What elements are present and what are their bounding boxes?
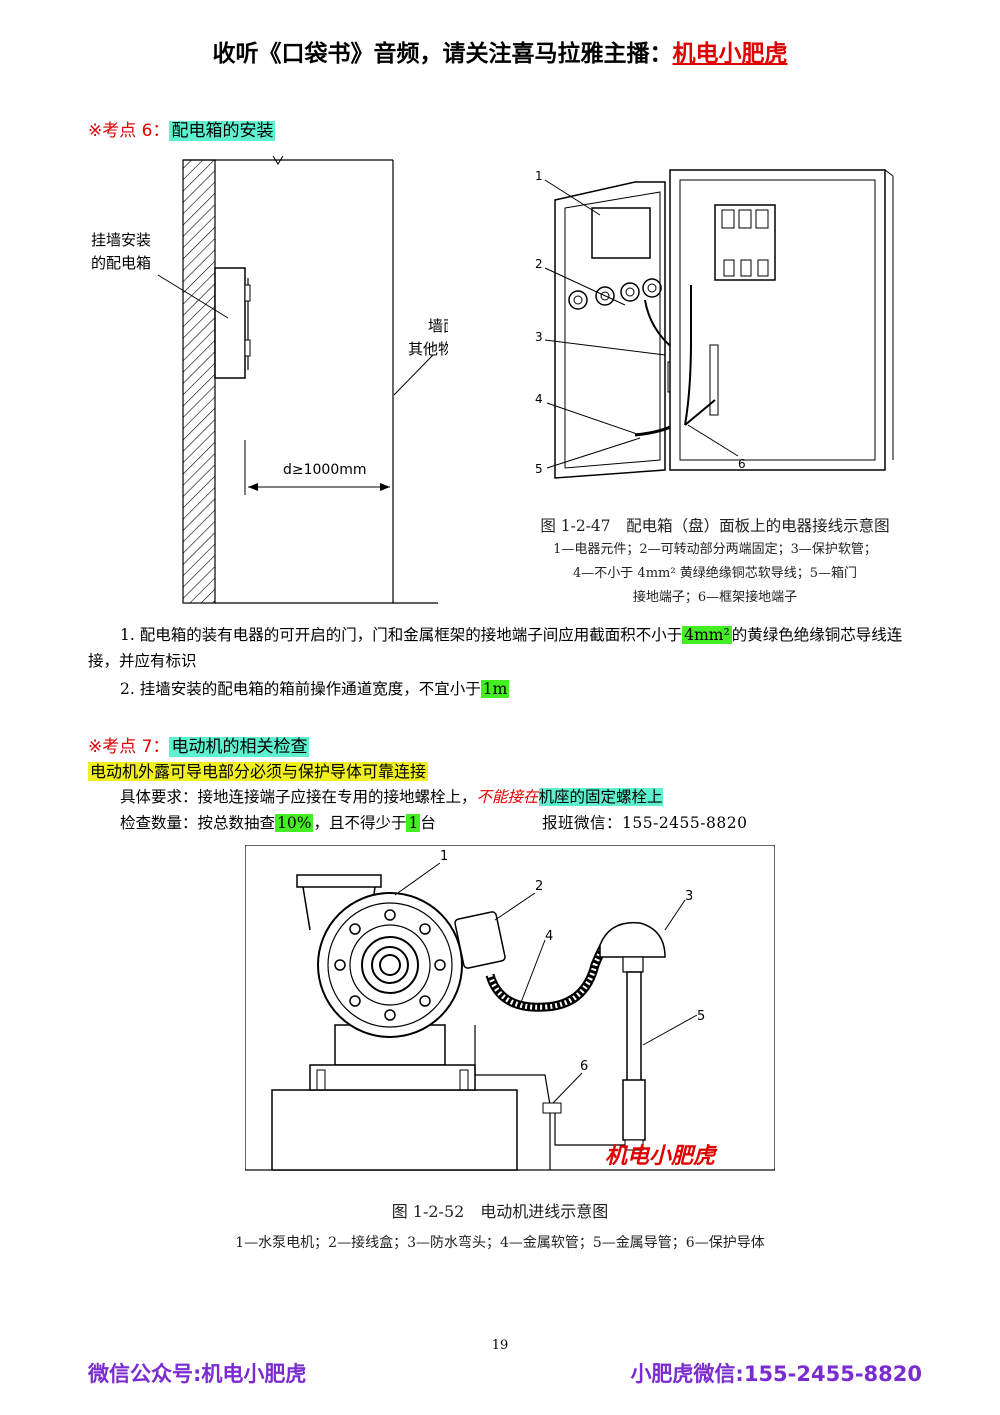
keypoint-6-title: 配电箱的安装 bbox=[169, 121, 276, 141]
box-callout-5: 5 bbox=[535, 462, 543, 476]
check-percent: 10% bbox=[275, 814, 314, 832]
motor-callout-1: 1 bbox=[440, 849, 448, 864]
motor-figure: 1 2 3 4 5 6 机电小肥虎 bbox=[245, 845, 775, 1171]
box-caption-line-1: 1—电器元件；2—可转动部分两端固定；3—保护软管； bbox=[553, 542, 877, 557]
motor-watermark: 机电小肥虎 bbox=[605, 1144, 718, 1169]
motor-caption-line: 1—水泵电机；2—接线盒；3—防水弯头；4—金属软管；5—金属导管；6—保护导体 bbox=[235, 1235, 765, 1251]
box-caption-title: 图 1-2-47 配电箱（盘）面板上的电器接线示意图 bbox=[540, 517, 890, 535]
check-mid: ，且不得少于 bbox=[313, 814, 407, 832]
motor-callout-2: 2 bbox=[535, 879, 543, 894]
keypoint-7-mark: ※考点 7： bbox=[88, 737, 170, 757]
check-post: 台 bbox=[420, 814, 436, 832]
box-callout-1: 1 bbox=[535, 169, 543, 183]
box-callout-6: 6 bbox=[738, 457, 746, 471]
requirement-red: 不能接在 bbox=[476, 788, 539, 806]
paragraph-1-highlight: 4mm² bbox=[682, 626, 732, 644]
box-figure-caption: 图 1-2-47 配电箱（盘）面板上的电器接线示意图 1—电器元件；2—可转动部… bbox=[500, 514, 930, 610]
page-header: 收听《口袋书》音频，请关注喜马拉雅主播：机电小肥虎 bbox=[0, 34, 1000, 68]
motor-callout-4: 4 bbox=[545, 929, 553, 944]
dimension-label: d≥1000mm bbox=[283, 462, 367, 478]
box-callout-2: 2 bbox=[535, 257, 543, 271]
motor-callout-5: 5 bbox=[697, 1009, 705, 1024]
requirement-line: 具体要求：接地连接端子应接在专用的接地螺栓上，不能接在机座的固定螺栓上 bbox=[120, 784, 663, 810]
keypoint-7-title: 电动机的相关检查 bbox=[169, 737, 310, 757]
wechat-contact: 报班微信：155-2455-8820 bbox=[542, 814, 748, 832]
box-label-line-2: 的配电箱 bbox=[91, 254, 151, 272]
check-pre: 检查数量：按总数抽查 bbox=[120, 814, 276, 832]
wall-label-line-1: 墙面或 bbox=[428, 317, 448, 335]
box-label-line-1: 挂墙安装 bbox=[91, 231, 151, 249]
requirement-post: 机座的固定螺栓上 bbox=[538, 788, 663, 806]
keypoint-6-mark: ※考点 6： bbox=[88, 121, 170, 141]
header-text: 收听《口袋书》音频，请关注喜马拉雅主播： bbox=[212, 41, 673, 67]
paragraph-2-pre: 2. 挂墙安装的配电箱的箱前操作通道宽度，不宜小于 bbox=[120, 680, 481, 698]
paragraph-1-post: 的黄绿色绝缘铜芯导线连接，并应有标识 bbox=[88, 626, 903, 670]
motor-rule-text: 电动机外露可导电部分必须与保护导体可靠连接 bbox=[88, 762, 429, 781]
wall-label-line-2: 其他物体边界 bbox=[408, 340, 448, 358]
box-caption-line-3: 接地端子；6—框架接地端子 bbox=[632, 590, 798, 605]
footer-right: 小肥虎微信:155-2455-8820 bbox=[630, 1362, 922, 1386]
header-host: 机电小肥虎 bbox=[672, 41, 788, 67]
keypoint-7-heading: ※考点 7：电动机的相关检查 bbox=[88, 732, 310, 757]
requirement-pre: 具体要求：接地连接端子应接在专用的接地螺栓上， bbox=[120, 788, 477, 806]
footer-left: 微信公众号:机电小肥虎 bbox=[88, 1362, 307, 1386]
page-number: 19 bbox=[491, 1338, 509, 1353]
box-caption-line-2: 4—不小于 4mm² 黄绿绝缘铜芯软导线；5—箱门 bbox=[573, 566, 857, 581]
distribution-box-figure: 1 2 3 4 5 6 bbox=[535, 169, 894, 479]
keypoint-6-heading: ※考点 6：配电箱的安装 bbox=[88, 116, 276, 141]
box-callout-3: 3 bbox=[535, 330, 543, 344]
motor-caption-title: 图 1-2-52 电动机进线示意图 bbox=[391, 1202, 609, 1221]
motor-callout-6: 6 bbox=[580, 1059, 588, 1074]
check-count: 1 bbox=[406, 814, 421, 832]
box-callout-4: 4 bbox=[535, 392, 543, 406]
motor-rule: 电动机外露可导电部分必须与保护导体可靠连接 bbox=[88, 758, 429, 782]
wall-mount-figure: 挂墙安装 的配电箱 墙面或 其他物体边界 d≥1000mm bbox=[91, 155, 448, 604]
motor-callout-3: 3 bbox=[685, 889, 693, 904]
paragraph-2-highlight: 1m bbox=[480, 680, 510, 698]
paragraph-1-pre: 1. 配电箱的装有电器的可开启的门，门和金属框架的接地端子间应用截面积不小于 bbox=[120, 626, 683, 644]
